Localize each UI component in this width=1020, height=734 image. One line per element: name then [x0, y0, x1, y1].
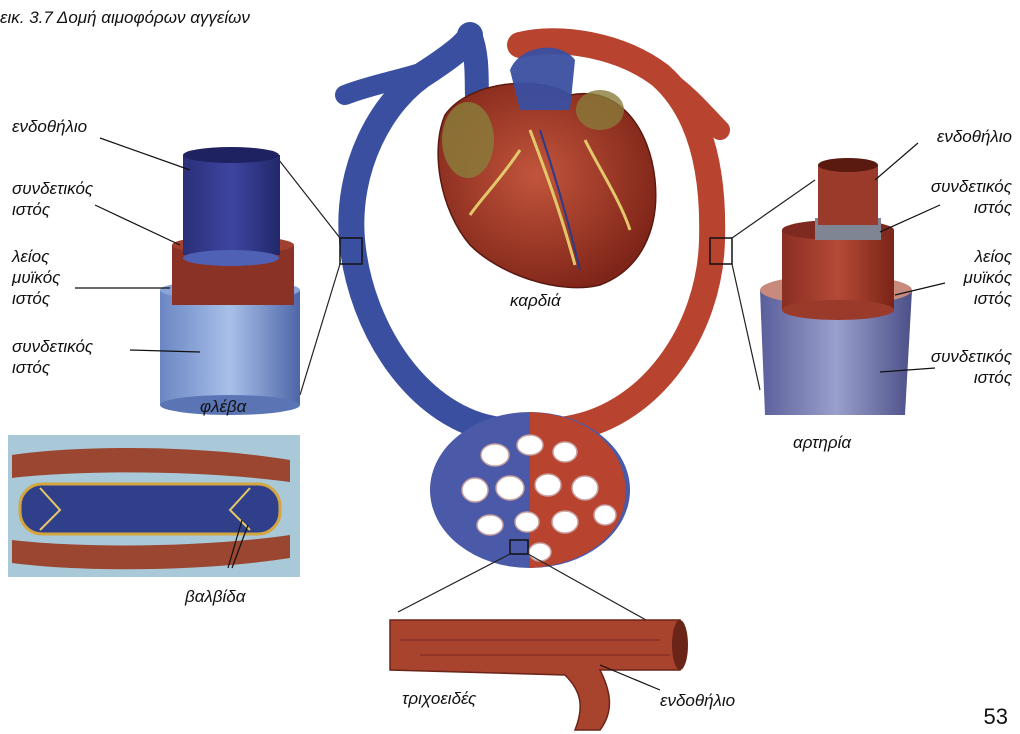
artery-connective-outer-label: συνδετικός ιστός: [931, 346, 1012, 388]
vein-endothelium-label: ενδοθήλιο: [12, 116, 87, 137]
artery-endothelium-label: ενδοθήλιο: [937, 126, 1012, 147]
artery-name-label: αρτηρία: [793, 432, 851, 453]
valve-inset: [8, 435, 300, 577]
capillary-tube: [390, 620, 688, 730]
capillary-endothelium-label: ενδοθήλιο: [660, 690, 735, 711]
vein-smooth-muscle-label: λείος μυϊκός ιστός: [12, 246, 60, 309]
vein-cross-section: [160, 147, 300, 415]
vein-connective-inner-label: συνδετικός ιστός: [12, 178, 93, 220]
valve-label: βαλβίδα: [185, 586, 245, 607]
page-number: 53: [984, 704, 1008, 730]
artery-cross-section: [760, 158, 912, 415]
heart-label: καρδιά: [510, 290, 561, 311]
artery-smooth-muscle-label: λείος μυϊκός ιστός: [964, 246, 1012, 309]
vein-name-label: φλέβα: [200, 396, 246, 417]
artery-connective-inner-label: συνδετικός ιστός: [931, 176, 1012, 218]
vein-connective-outer-label: συνδετικός ιστός: [12, 336, 93, 378]
capillary-bed: [430, 412, 630, 568]
capillary-label: τριχοειδές: [402, 688, 476, 709]
